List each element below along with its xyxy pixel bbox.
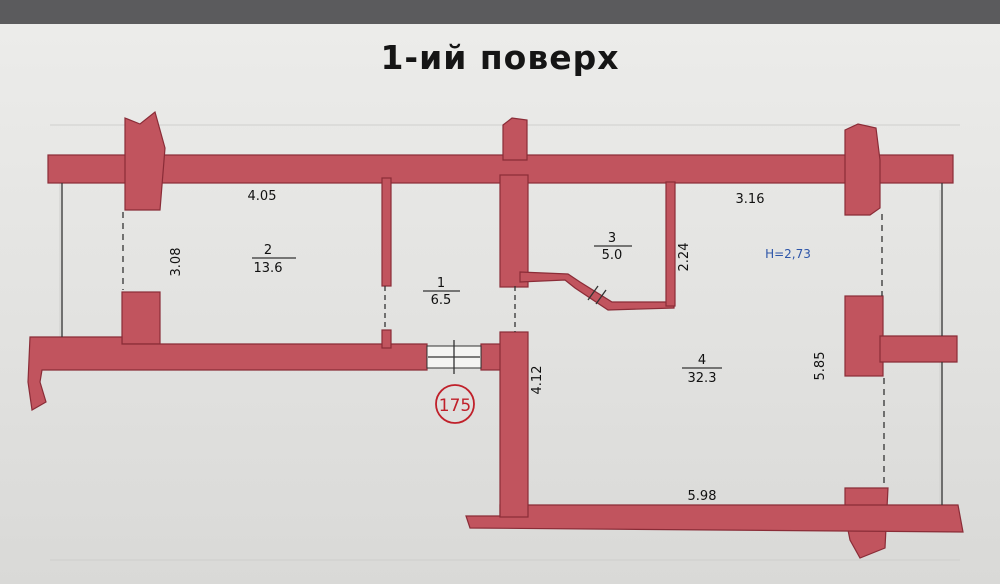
dimensions: 4.05 3.08 2.24 3.16 4.12 5.85 5.98: [169, 189, 828, 504]
openings: [61, 183, 943, 505]
room-3-label: 3 5.0: [594, 231, 632, 263]
room-number: 1: [437, 276, 445, 291]
room-number: 4: [698, 353, 706, 368]
ceiling-height-label: H=2,73: [765, 247, 811, 261]
room-area: 6.5: [431, 293, 452, 308]
wall-bump-top-left: [124, 110, 166, 211]
room-4-label: 4 32.3: [682, 353, 722, 386]
stamp-number: 175: [439, 396, 471, 416]
wall-corridor-right-upper: [499, 174, 529, 288]
wall-column-top-right: [844, 123, 881, 216]
dim-room4-bottom-width: 5.98: [688, 489, 717, 504]
dim-room2-height: 3.08: [169, 248, 184, 277]
walls: [27, 110, 964, 559]
wall-partition-2-1-lower: [381, 329, 392, 349]
dim-room4-left-height: 4.12: [530, 366, 545, 395]
wall-middle-horizontal: [27, 336, 428, 411]
room-number: 2: [264, 243, 272, 258]
room-2-label: 2 13.6: [252, 243, 296, 276]
page-title: 1-ий поверх: [380, 38, 620, 77]
room-area: 13.6: [254, 261, 283, 276]
room-number: 3: [608, 231, 616, 246]
stamp-175: 175: [435, 384, 475, 424]
wall-partition-2-1-upper: [381, 177, 392, 287]
dim-room3-height: 2.24: [677, 243, 692, 272]
wall-room4-left: [499, 331, 529, 518]
wall-bottom: [465, 504, 964, 533]
room-area: 5.0: [602, 248, 623, 263]
wall-room3-right: [665, 181, 676, 307]
wall-right-stub: [879, 335, 958, 363]
wall-bump-top-middle: [502, 117, 528, 161]
wall-left-pier: [121, 291, 161, 345]
stamp-circle: [435, 384, 475, 424]
room-area: 32.3: [688, 371, 717, 386]
room-1-label: 1 6.5: [423, 276, 460, 308]
dim-room4-top-width: 3.16: [736, 192, 765, 207]
dim-room4-right-height: 5.85: [813, 352, 828, 381]
wall-right-pier: [844, 295, 884, 377]
dim-room2-width: 4.05: [248, 189, 277, 204]
wall-room3-bottom: [519, 271, 675, 311]
